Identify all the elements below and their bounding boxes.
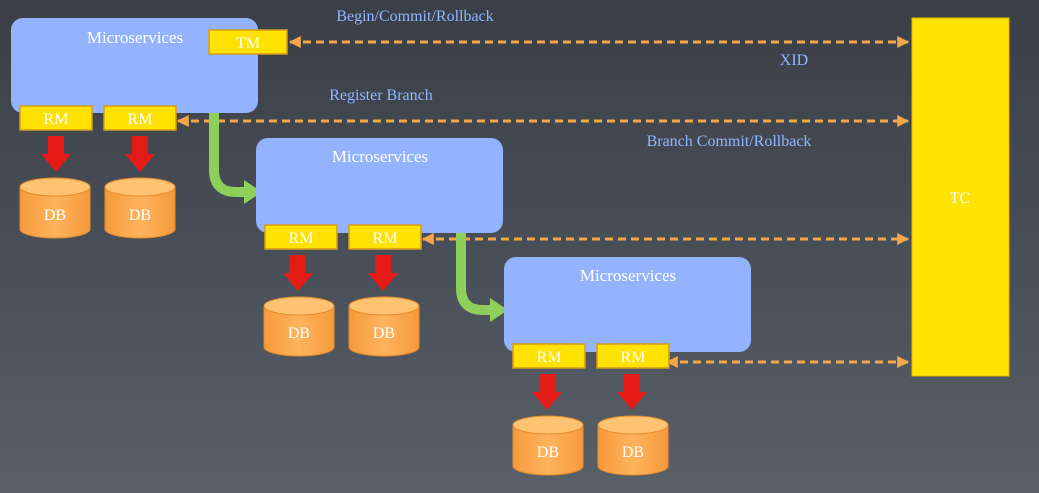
rm-tag: RM [19,105,93,131]
tc-label: TC [950,190,970,207]
rm-label: RM [537,349,562,366]
db-cylinder: DB [19,177,91,239]
rm-label: RM [621,349,646,366]
service-title: Microservices [332,147,428,166]
service-box [11,18,258,113]
db-cylinder: DB [512,415,584,476]
down-arrow [125,136,155,172]
down-arrow [532,374,562,410]
rm-tag: RM [512,343,586,369]
tc-component: TC [911,17,1010,377]
service-box [256,138,503,233]
rm-label: RM [373,230,398,247]
rm-tag: RM [264,224,338,250]
down-arrow [617,374,647,410]
label-xid: XID [780,52,808,69]
service-title: Microservices [87,28,183,47]
db-label: DB [373,325,395,342]
down-arrow [41,136,71,172]
flow-arrow-2 [456,227,494,315]
db-cylinder: DB [263,296,335,357]
message-labels: Begin/Commit/Rollback XID Register Branc… [329,8,811,150]
db-label: DB [537,444,559,461]
service-box [504,257,751,352]
label-branch-commit-rollback: Branch Commit/Rollback [647,133,812,150]
flow-arrowhead-2 [490,298,508,322]
db-cylinder: DB [597,415,669,476]
label-register-branch: Register Branch [329,87,433,104]
microservice-3: Microservices RM RM DB DB [504,257,751,476]
rm-tag: RM [348,224,422,250]
tc-box [911,17,1010,377]
db-label: DB [129,207,151,224]
rm-tag: RM [596,343,670,369]
service-title: Microservices [580,266,676,285]
rm-label: RM [44,111,69,128]
rm-label: RM [128,111,153,128]
tm-label: TM [236,35,260,52]
db-label: DB [44,207,66,224]
down-arrow [283,255,313,291]
label-begin-commit-rollback: Begin/Commit/Rollback [336,8,493,25]
microservice-2: Microservices RM RM DB DB [256,138,503,357]
flow-arrow-1 [209,104,248,197]
rm-tag: RM [103,105,177,131]
tm-tag: TM [208,29,288,55]
db-cylinder: DB [348,296,420,357]
tc-connectors [176,36,910,368]
rm-label: RM [289,230,314,247]
db-cylinder: DB [104,177,176,239]
service-flow-arrows [209,104,508,322]
microservice-1: Microservices TM RM RM DB DB [11,18,288,239]
db-label: DB [622,444,644,461]
db-label: DB [288,325,310,342]
flow-arrowhead-1 [244,180,262,204]
down-arrow [368,255,398,291]
